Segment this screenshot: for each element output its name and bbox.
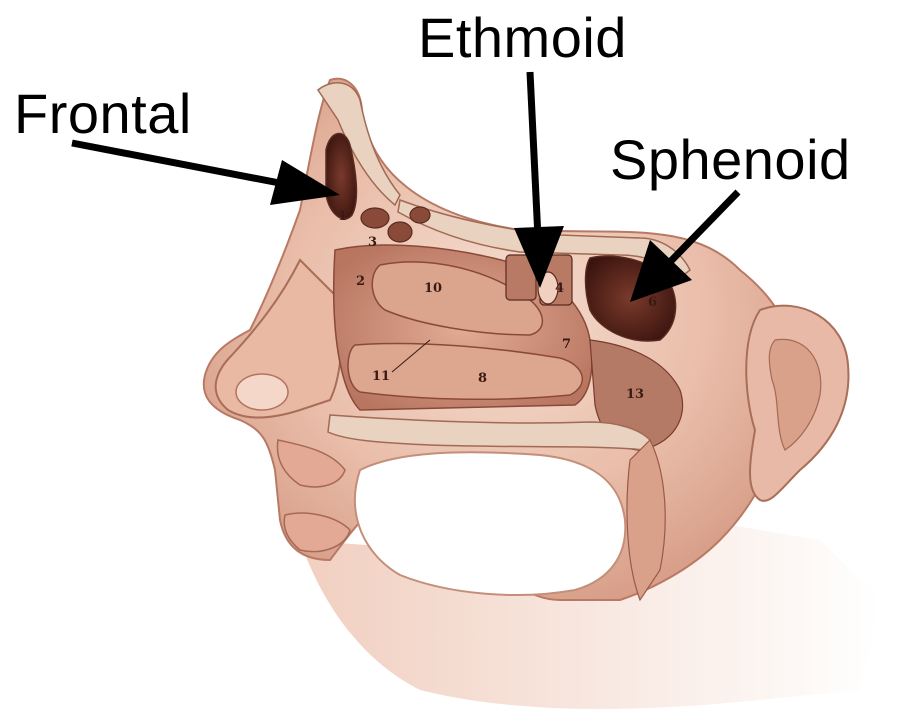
ethmoid-label: Ethmoid (418, 10, 627, 66)
ref-number: 13 (626, 387, 644, 402)
ref-number: 4 (555, 281, 564, 296)
ref-number: 10 (424, 281, 442, 296)
frontal-label: Frontal (14, 86, 192, 142)
nostril (236, 374, 288, 410)
sphenoid-label: Sphenoid (610, 132, 851, 188)
ref-number: 6 (648, 295, 657, 310)
ref-number: 8 (478, 371, 487, 386)
ref-number: 7 (562, 337, 571, 352)
ref-number: 2 (356, 274, 365, 289)
ref-number: 3 (368, 235, 377, 250)
ref-number: 11 (372, 369, 390, 384)
ref-number: 1 (338, 209, 347, 224)
frontal-arrow (72, 143, 340, 205)
